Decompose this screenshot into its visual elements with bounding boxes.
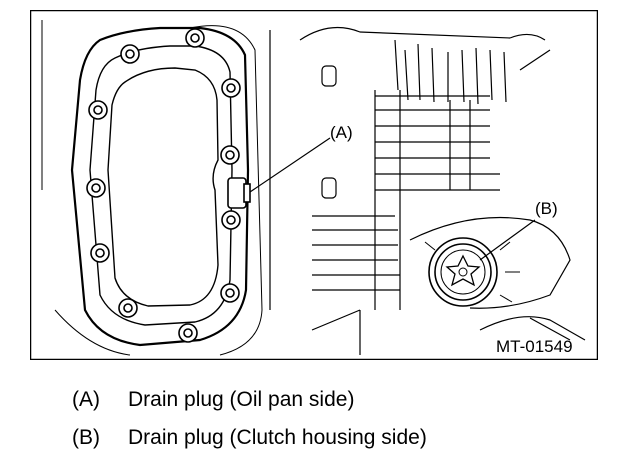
drain-plug-a [227,177,251,209]
callout-b: (B) [535,199,558,218]
legend-text: Drain plug (Clutch housing side) [128,426,427,449]
legend-item-b: (B) Drain plug (Clutch housing side) [72,426,427,464]
callout-a: (A) [330,123,353,142]
leader-figure-id [529,317,571,341]
legend-key: (B) [72,426,100,449]
leader-lines [249,137,571,341]
legend-item-a: (A) Drain plug (Oil pan side) [72,388,427,426]
oil-pan [41,20,263,356]
figure-id: MT-01549 [496,337,573,356]
legend-text: Drain plug (Oil pan side) [128,388,355,411]
transmission-case [269,26,586,355]
leader-b [479,219,536,261]
transmission-drawing: (A) (B) MT-01549 [30,10,598,360]
pan-bolts [86,28,241,343]
legend: (A) Drain plug (Oil pan side) (B) Drain … [72,388,427,464]
drain-plug-b [424,237,520,307]
frame-border [30,10,598,360]
leader-a [249,137,331,193]
legend-key: (A) [72,388,100,411]
illustration-frame: (A) (B) MT-01549 [30,10,598,360]
